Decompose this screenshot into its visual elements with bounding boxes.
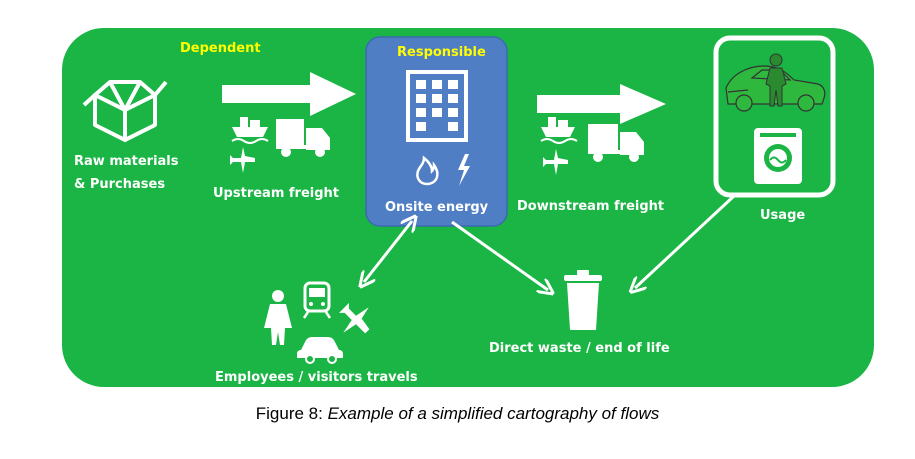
dependent-label: Dependent (180, 41, 261, 56)
lightning-icon (458, 154, 470, 186)
train-icon (302, 281, 332, 319)
responsible-box (365, 36, 508, 227)
person-icon (264, 290, 292, 345)
usage-to-waste-arrow (635, 194, 736, 288)
washing-machine-icon (754, 128, 802, 184)
employees-travels-label: Employees / visitors travels (215, 370, 418, 385)
truck-icon (588, 124, 644, 162)
ship-icon (231, 117, 269, 144)
raw-materials-label-line1: Raw materials (74, 154, 179, 169)
plane-icon (339, 303, 370, 334)
upstream-arrow (222, 72, 356, 116)
responsible-label: Responsible (397, 45, 486, 60)
figure-caption-title: Example of a simplified cartography of f… (327, 404, 660, 423)
plane-icon (543, 149, 568, 175)
ship-icon (540, 117, 578, 144)
box-icon (82, 80, 168, 142)
truck-icon (276, 119, 330, 157)
trash-icon (564, 270, 602, 330)
car-icon (297, 337, 343, 364)
energy-travel-double-arrow (364, 221, 412, 282)
direct-waste-label: Direct waste / end of life (489, 341, 670, 356)
person-icon (765, 53, 787, 107)
building-icon (406, 70, 468, 142)
plane-icon (230, 147, 255, 173)
flame-icon (416, 155, 439, 186)
downstream-freight-label: Downstream freight (517, 199, 664, 214)
raw-materials-label-line2: & Purchases (74, 177, 165, 192)
usage-box (713, 35, 836, 198)
energy-to-waste-arrow (451, 220, 548, 290)
usage-label: Usage (760, 208, 805, 223)
figure-caption: Figure 8: Example of a simplified cartog… (0, 404, 915, 424)
downstream-arrow (537, 84, 666, 124)
onsite-energy-label: Onsite energy (385, 200, 489, 215)
upstream-freight-label: Upstream freight (213, 186, 339, 201)
figure-caption-prefix: Figure 8: (255, 404, 328, 423)
